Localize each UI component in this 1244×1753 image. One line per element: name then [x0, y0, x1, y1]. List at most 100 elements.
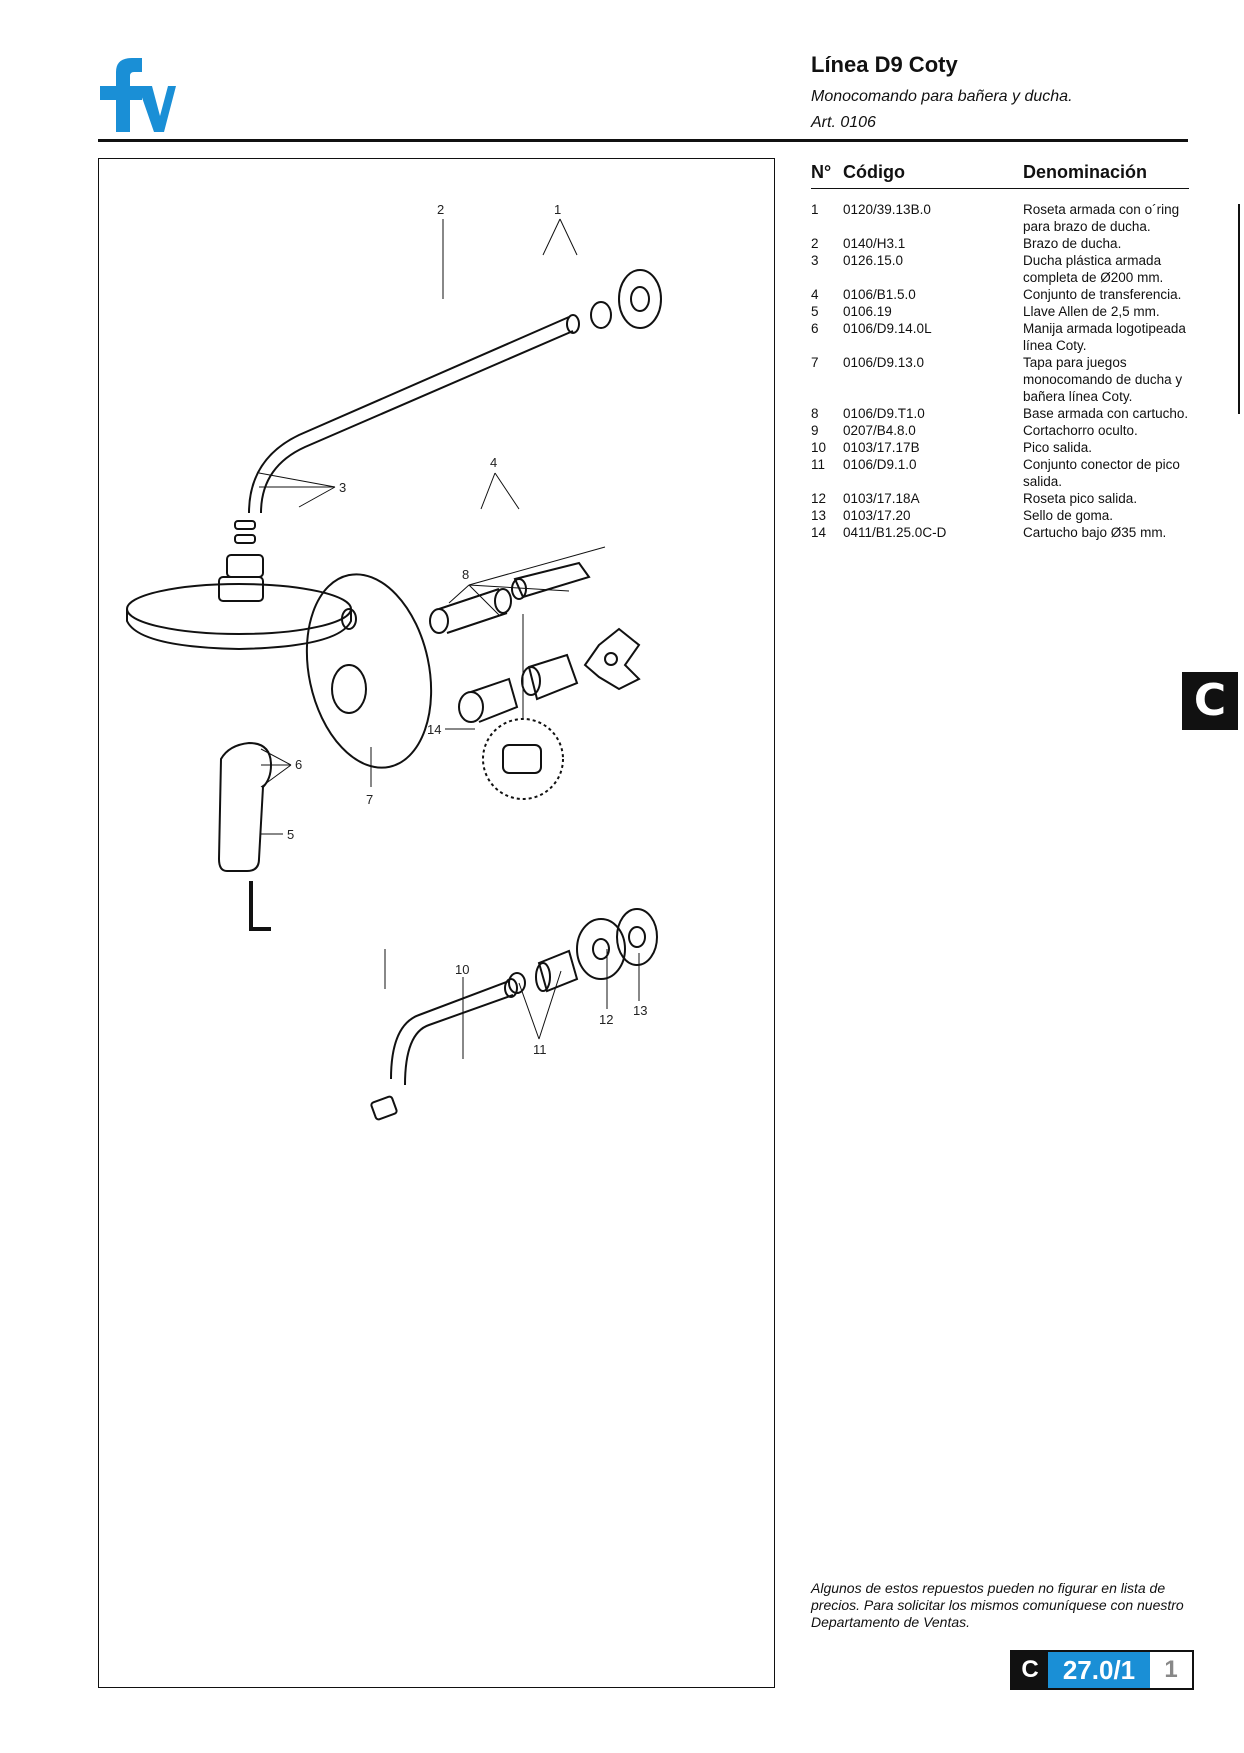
transfer-tube — [438, 588, 508, 634]
row-number: 2 — [811, 236, 819, 251]
seal-13 — [616, 908, 658, 966]
row-code: 0106.19 — [843, 304, 892, 319]
row-description: Roseta armada con o´ring para brazo de d… — [1023, 202, 1180, 234]
column-header-code: Código — [843, 162, 905, 182]
oring-1 — [590, 301, 612, 329]
row-number: 1 — [811, 202, 819, 217]
page-code: 27.0/1 — [1048, 1652, 1150, 1688]
diagram-label-5: 5 — [287, 827, 294, 842]
allen-key — [249, 881, 271, 931]
table-row: 5 0106.19 Llave Allen de 2,5 mm. — [811, 303, 1189, 320]
diagram-label-1: 1 — [554, 202, 561, 217]
row-code: 0103/17.18A — [843, 491, 920, 506]
header-rule — [98, 139, 1188, 142]
row-description: Conjunto de transferencia. — [1023, 287, 1182, 302]
article-number: Art. 0106 — [811, 114, 876, 131]
fv-logo — [100, 58, 176, 132]
exploded-view-diagram: 2 1 3 4 8 14 6 7 5 10 11 12 13 — [126, 202, 662, 1121]
page-title: Línea D9 Coty — [811, 52, 958, 77]
row-code: 0106/D9.14.0L — [843, 321, 932, 336]
table-row: 7 0106/D9.13.0 Tapa para juegos monocomand… — [811, 354, 1189, 405]
table-row: 3 0126.15.0 Ducha plástica armada completa… — [811, 252, 1189, 286]
diagram-label-13: 13 — [633, 1003, 647, 1018]
row-description: Llave Allen de 2,5 mm. — [1023, 304, 1160, 319]
row-description: Conjunto conector de pico salida. — [1023, 457, 1180, 489]
rosette-12 — [576, 918, 626, 980]
row-code: 0140/H3.1 — [843, 236, 906, 251]
row-number: 3 — [811, 253, 819, 268]
row-code: 0106/D9.1.0 — [843, 457, 917, 472]
row-number: 6 — [811, 321, 819, 336]
table-row: 1 0120/39.13B.0 Roseta armada con o´ring p… — [811, 201, 1189, 235]
diagram-label-14: 14 — [427, 722, 441, 737]
shower-head — [126, 583, 352, 635]
page-section: C — [1012, 1652, 1048, 1688]
row-code: 0126.15.0 — [843, 253, 904, 268]
row-description: Base armada con cartucho. — [1023, 406, 1189, 421]
cartridge-detail — [482, 718, 564, 800]
diagram-label-2: 2 — [437, 202, 444, 217]
rosette-1 — [618, 269, 662, 329]
handle — [217, 741, 273, 872]
row-number: 7 — [811, 355, 819, 370]
row-code: 0411/B1.25.0C-D — [843, 525, 947, 540]
diagram-label-10: 10 — [455, 962, 469, 977]
table-row: 9 0207/B4.8.0 Cortachorro oculto. — [811, 422, 1189, 439]
section-tab: C — [1182, 672, 1238, 730]
row-number: 9 — [811, 423, 819, 438]
page-index: 1 — [1150, 1652, 1192, 1688]
row-description: Cartucho bajo Ø35 mm. — [1023, 525, 1167, 540]
table-row: 6 0106/D9.14.0L Manija armada logotipeada … — [811, 320, 1189, 354]
row-number: 10 — [811, 440, 827, 455]
footnote: Algunos de estos repuestos pueden no fig… — [811, 1580, 1184, 1630]
row-number: 11 — [811, 457, 826, 472]
row-description: Pico salida. — [1023, 440, 1093, 455]
row-description: Sello de goma. — [1023, 508, 1114, 523]
section-edge-bar — [1238, 204, 1240, 414]
parts-table-body: 1 0120/39.13B.0 Roseta armada con o´ring p… — [811, 189, 1189, 541]
row-description: Ducha plástica armada completa de Ø200 m… — [1023, 253, 1164, 285]
row-number: 12 — [811, 491, 827, 506]
table-row: 4 0106/B1.5.0 Conjunto de transferencia. — [811, 286, 1189, 303]
row-number: 5 — [811, 304, 819, 319]
diagram-label-11: 11 — [533, 1042, 547, 1057]
diagram-label-4: 4 — [490, 455, 497, 470]
spout — [390, 980, 514, 1086]
page-subtitle: Monocomando para bañera y ducha. — [811, 88, 1073, 105]
table-row: 13 0103/17.20 Sello de goma. — [811, 507, 1189, 524]
row-number: 8 — [811, 406, 819, 421]
table-row: 2 0140/H3.1 Brazo de ducha. — [811, 235, 1189, 252]
row-code: 0207/B4.8.0 — [843, 423, 916, 438]
diagram-label-6: 6 — [295, 757, 302, 772]
row-code: 0106/D9.13.0 — [843, 355, 925, 370]
diagram-label-3: 3 — [339, 480, 346, 495]
row-number: 14 — [811, 525, 827, 540]
row-number: 13 — [811, 508, 827, 523]
page-number-box: C 27.0/1 1 — [1010, 1650, 1194, 1690]
row-description: Tapa para juegos monocomando de ducha y … — [1023, 355, 1183, 404]
row-code: 0103/17.20 — [843, 508, 911, 523]
column-header-no: N° — [811, 162, 832, 182]
cover-plate — [305, 573, 433, 769]
row-description: Brazo de ducha. — [1023, 236, 1122, 251]
parts-table-header: N° Código Denominación — [811, 160, 1189, 189]
column-header-name: Denominación — [1023, 162, 1148, 182]
row-description: Manija armada logotipeada línea Coty. — [1023, 321, 1186, 353]
row-number: 4 — [811, 287, 819, 302]
table-row: 11 0106/D9.1.0 Conjunto conector de pico s… — [811, 456, 1189, 490]
diagram-label-12: 12 — [599, 1012, 613, 1027]
row-description: Roseta pico salida. — [1023, 491, 1138, 506]
shower-arm-inner — [260, 330, 574, 514]
row-code: 0120/39.13B.0 — [843, 202, 931, 217]
table-row: 12 0103/17.18A Roseta pico salida. — [811, 490, 1189, 507]
table-row: 14 0411/B1.25.0C-D Cartucho bajo Ø35 mm. — [811, 524, 1189, 541]
diagram-label-7: 7 — [366, 792, 373, 807]
row-description: Cortachorro oculto. — [1023, 423, 1138, 438]
diagram-label-8: 8 — [462, 567, 469, 582]
row-code: 0106/B1.5.0 — [843, 287, 916, 302]
exploded-view-frame: 2 1 3 4 8 14 6 7 5 10 11 12 13 — [98, 158, 775, 1688]
shower-arm — [248, 316, 570, 514]
